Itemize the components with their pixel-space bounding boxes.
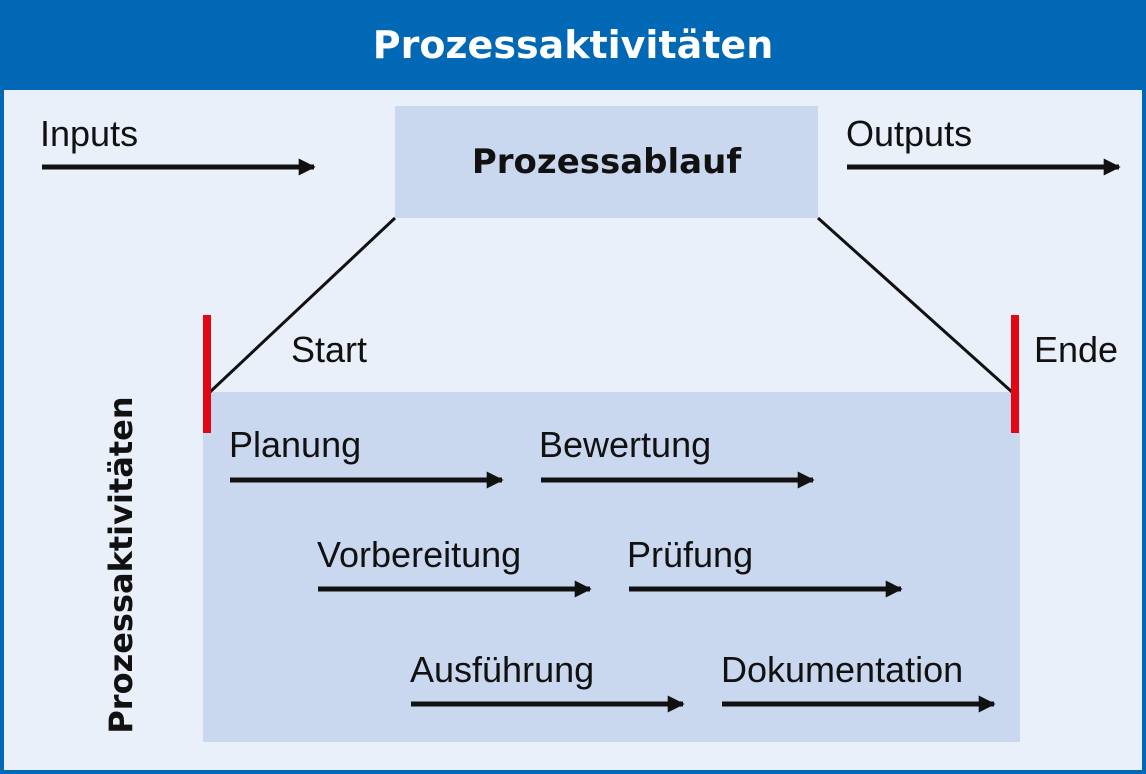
process-flow-box: Prozessablauf bbox=[395, 106, 818, 218]
end-label: Ende bbox=[1034, 329, 1119, 370]
activity-label-planung: Planung bbox=[229, 424, 362, 465]
outputs-label: Outputs bbox=[846, 113, 973, 154]
diagram-title: Prozessaktivitäten bbox=[0, 0, 1146, 90]
activity-label-vorbereitung: Vorbereitung bbox=[317, 534, 522, 575]
activities-box bbox=[203, 392, 1020, 742]
activity-label-dokumentation: Dokumentation bbox=[721, 649, 964, 690]
activity-label-bewertung: Bewertung bbox=[539, 424, 712, 465]
connector-line-left bbox=[208, 216, 397, 394]
start-label: Start bbox=[291, 329, 368, 370]
activity-label-pruefung: Prüfung bbox=[627, 534, 754, 575]
connector-line-right bbox=[816, 216, 1014, 394]
inputs-label: Inputs bbox=[40, 113, 139, 154]
process-flow-label: Prozessablauf bbox=[471, 142, 742, 182]
activity-label-ausfuehrung: Ausführung bbox=[410, 649, 595, 690]
